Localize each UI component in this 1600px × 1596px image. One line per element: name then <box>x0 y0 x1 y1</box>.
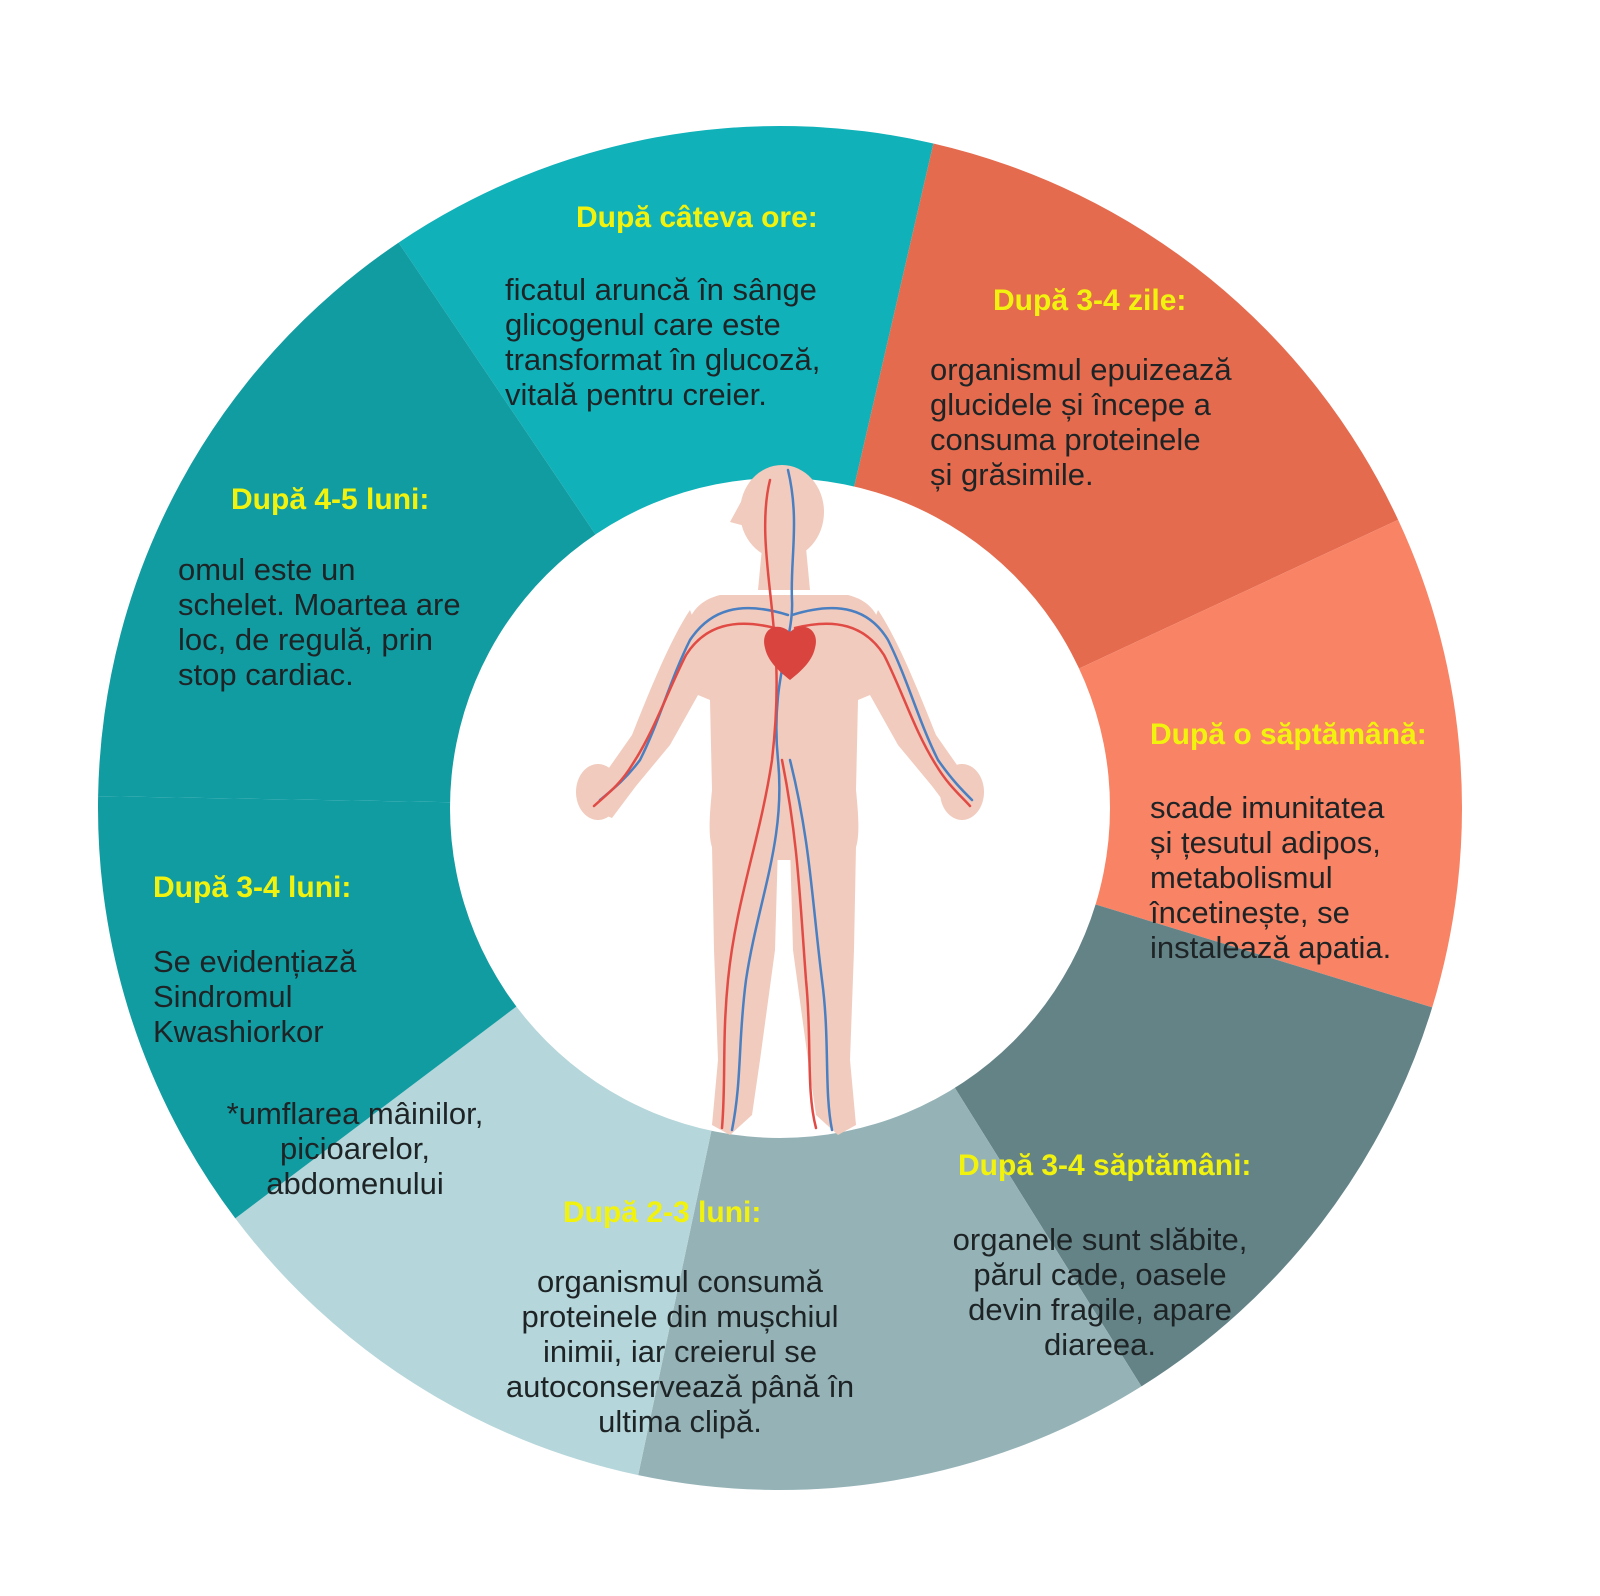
heading-hours: După câteva ore: <box>576 201 818 234</box>
text-days: organismul epuizează glucidele și începe… <box>930 352 1232 492</box>
torso-shape <box>686 595 882 860</box>
heading-months-4-5: După 4-5 luni: <box>231 483 430 516</box>
heading-months-3-4: După 3-4 luni: <box>153 871 352 904</box>
text-week: scade imunitatea și țesutul adipos, meta… <box>1150 790 1392 965</box>
text-months-4-5: omul este un schelet. Moartea are loc, d… <box>178 552 461 692</box>
artery-right-arm <box>793 622 972 808</box>
heart-icon <box>764 626 816 680</box>
artery-right-leg <box>780 758 818 1130</box>
vein-right-arm <box>790 606 974 802</box>
head-shape <box>740 465 824 559</box>
segment-week <box>780 519 1462 1008</box>
text-weeks: organele sunt slăbite, părul cade, oasel… <box>952 1222 1248 1362</box>
heading-week: După o săptămână: <box>1150 718 1427 751</box>
human-circulatory-system-icon <box>576 465 984 1135</box>
right-arm-shape <box>856 610 976 818</box>
text-hours: ficatul aruncă în sânge glicogenul care … <box>505 272 821 412</box>
note-months-3-4: *umflarea mâinilor, picioarelor, abdomen… <box>226 1096 484 1201</box>
vein-main <box>730 468 796 1132</box>
heading-weeks: După 3-4 săptămâni: <box>958 1149 1252 1182</box>
vein-right-leg <box>788 758 834 1132</box>
text-months-3-4: Se evidențiază Sindromul Kwashiorkor <box>153 944 357 1049</box>
heading-days: După 3-4 zile: <box>993 284 1187 317</box>
artery-main <box>720 478 778 1130</box>
nose-shape <box>730 500 745 526</box>
neck-shape <box>758 548 810 590</box>
artery-left-arm <box>592 622 777 808</box>
heading-months-2-3: După 2-3 luni: <box>563 1196 762 1229</box>
left-hand-shape <box>576 764 620 820</box>
text-months-2-3: organismul consumă proteinele din mușchi… <box>505 1264 855 1439</box>
